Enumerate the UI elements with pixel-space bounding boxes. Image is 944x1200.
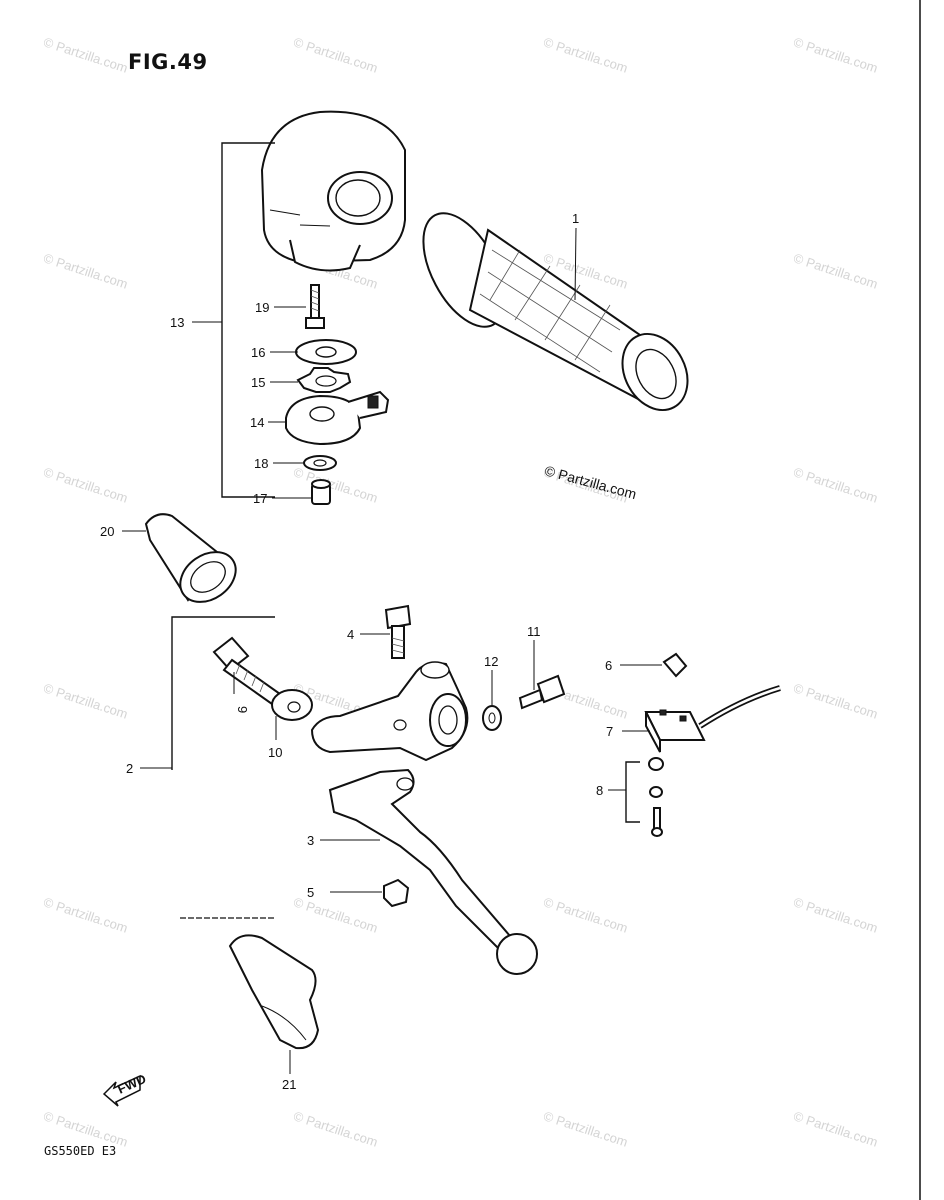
callout-3: 3 bbox=[307, 833, 314, 848]
callout-6: 6 bbox=[605, 658, 612, 673]
callout-4: 4 bbox=[347, 627, 354, 642]
callout-16: 16 bbox=[251, 345, 265, 360]
bracket-13 bbox=[221, 142, 275, 498]
part-switch-plate-14 bbox=[285, 390, 390, 446]
model-code: GS550ED E3 bbox=[44, 1144, 117, 1158]
figure-title: FIG.49 bbox=[128, 50, 208, 74]
part-lever-bracket-2 bbox=[310, 661, 469, 762]
part-nut-5 bbox=[383, 878, 410, 908]
part-clip-6 bbox=[662, 652, 688, 678]
callout-18: 18 bbox=[254, 456, 268, 471]
part-switch-housing bbox=[260, 110, 406, 272]
callout-17: 17 bbox=[253, 491, 267, 506]
callout-8: 8 bbox=[596, 783, 603, 798]
part-bolt-11 bbox=[518, 674, 566, 710]
callout-9: 9 bbox=[235, 706, 250, 713]
part-lever-3 bbox=[328, 768, 538, 975]
callout-5: 5 bbox=[307, 885, 314, 900]
part-starwasher-15 bbox=[296, 367, 352, 393]
callout-21: 21 bbox=[282, 1077, 296, 1092]
callout-2: 2 bbox=[126, 761, 133, 776]
part-washer-16 bbox=[295, 339, 357, 365]
part-washer-12 bbox=[482, 705, 502, 731]
callout-14: 14 bbox=[250, 415, 264, 430]
part-bolt-4 bbox=[384, 604, 412, 659]
callout-10: 10 bbox=[268, 745, 282, 760]
callout-13: 13 bbox=[170, 315, 184, 330]
callout-20: 20 bbox=[100, 524, 114, 539]
callout-12: 12 bbox=[484, 654, 498, 669]
callout-15: 15 bbox=[251, 375, 265, 390]
callout-7: 7 bbox=[606, 724, 613, 739]
part-grip-1 bbox=[422, 212, 689, 412]
part-washer-18 bbox=[303, 455, 337, 471]
callout-19: 19 bbox=[255, 300, 269, 315]
part-adjuster-9 bbox=[212, 636, 282, 706]
callout-1: 1 bbox=[572, 211, 579, 226]
part-boot-20 bbox=[144, 513, 237, 603]
bracket-2 bbox=[171, 616, 275, 770]
fwd-arrow-icon: FWD bbox=[102, 1071, 148, 1107]
bracket-8 bbox=[625, 761, 640, 823]
part-lever-cover-21 bbox=[228, 934, 320, 1050]
callout-11: 11 bbox=[527, 624, 541, 639]
part-locknut-10 bbox=[271, 689, 313, 721]
part-screw-19 bbox=[305, 284, 325, 329]
part-nut-17 bbox=[311, 479, 331, 505]
part-switch-7 bbox=[644, 685, 781, 753]
part-screwset-8 bbox=[648, 757, 664, 837]
